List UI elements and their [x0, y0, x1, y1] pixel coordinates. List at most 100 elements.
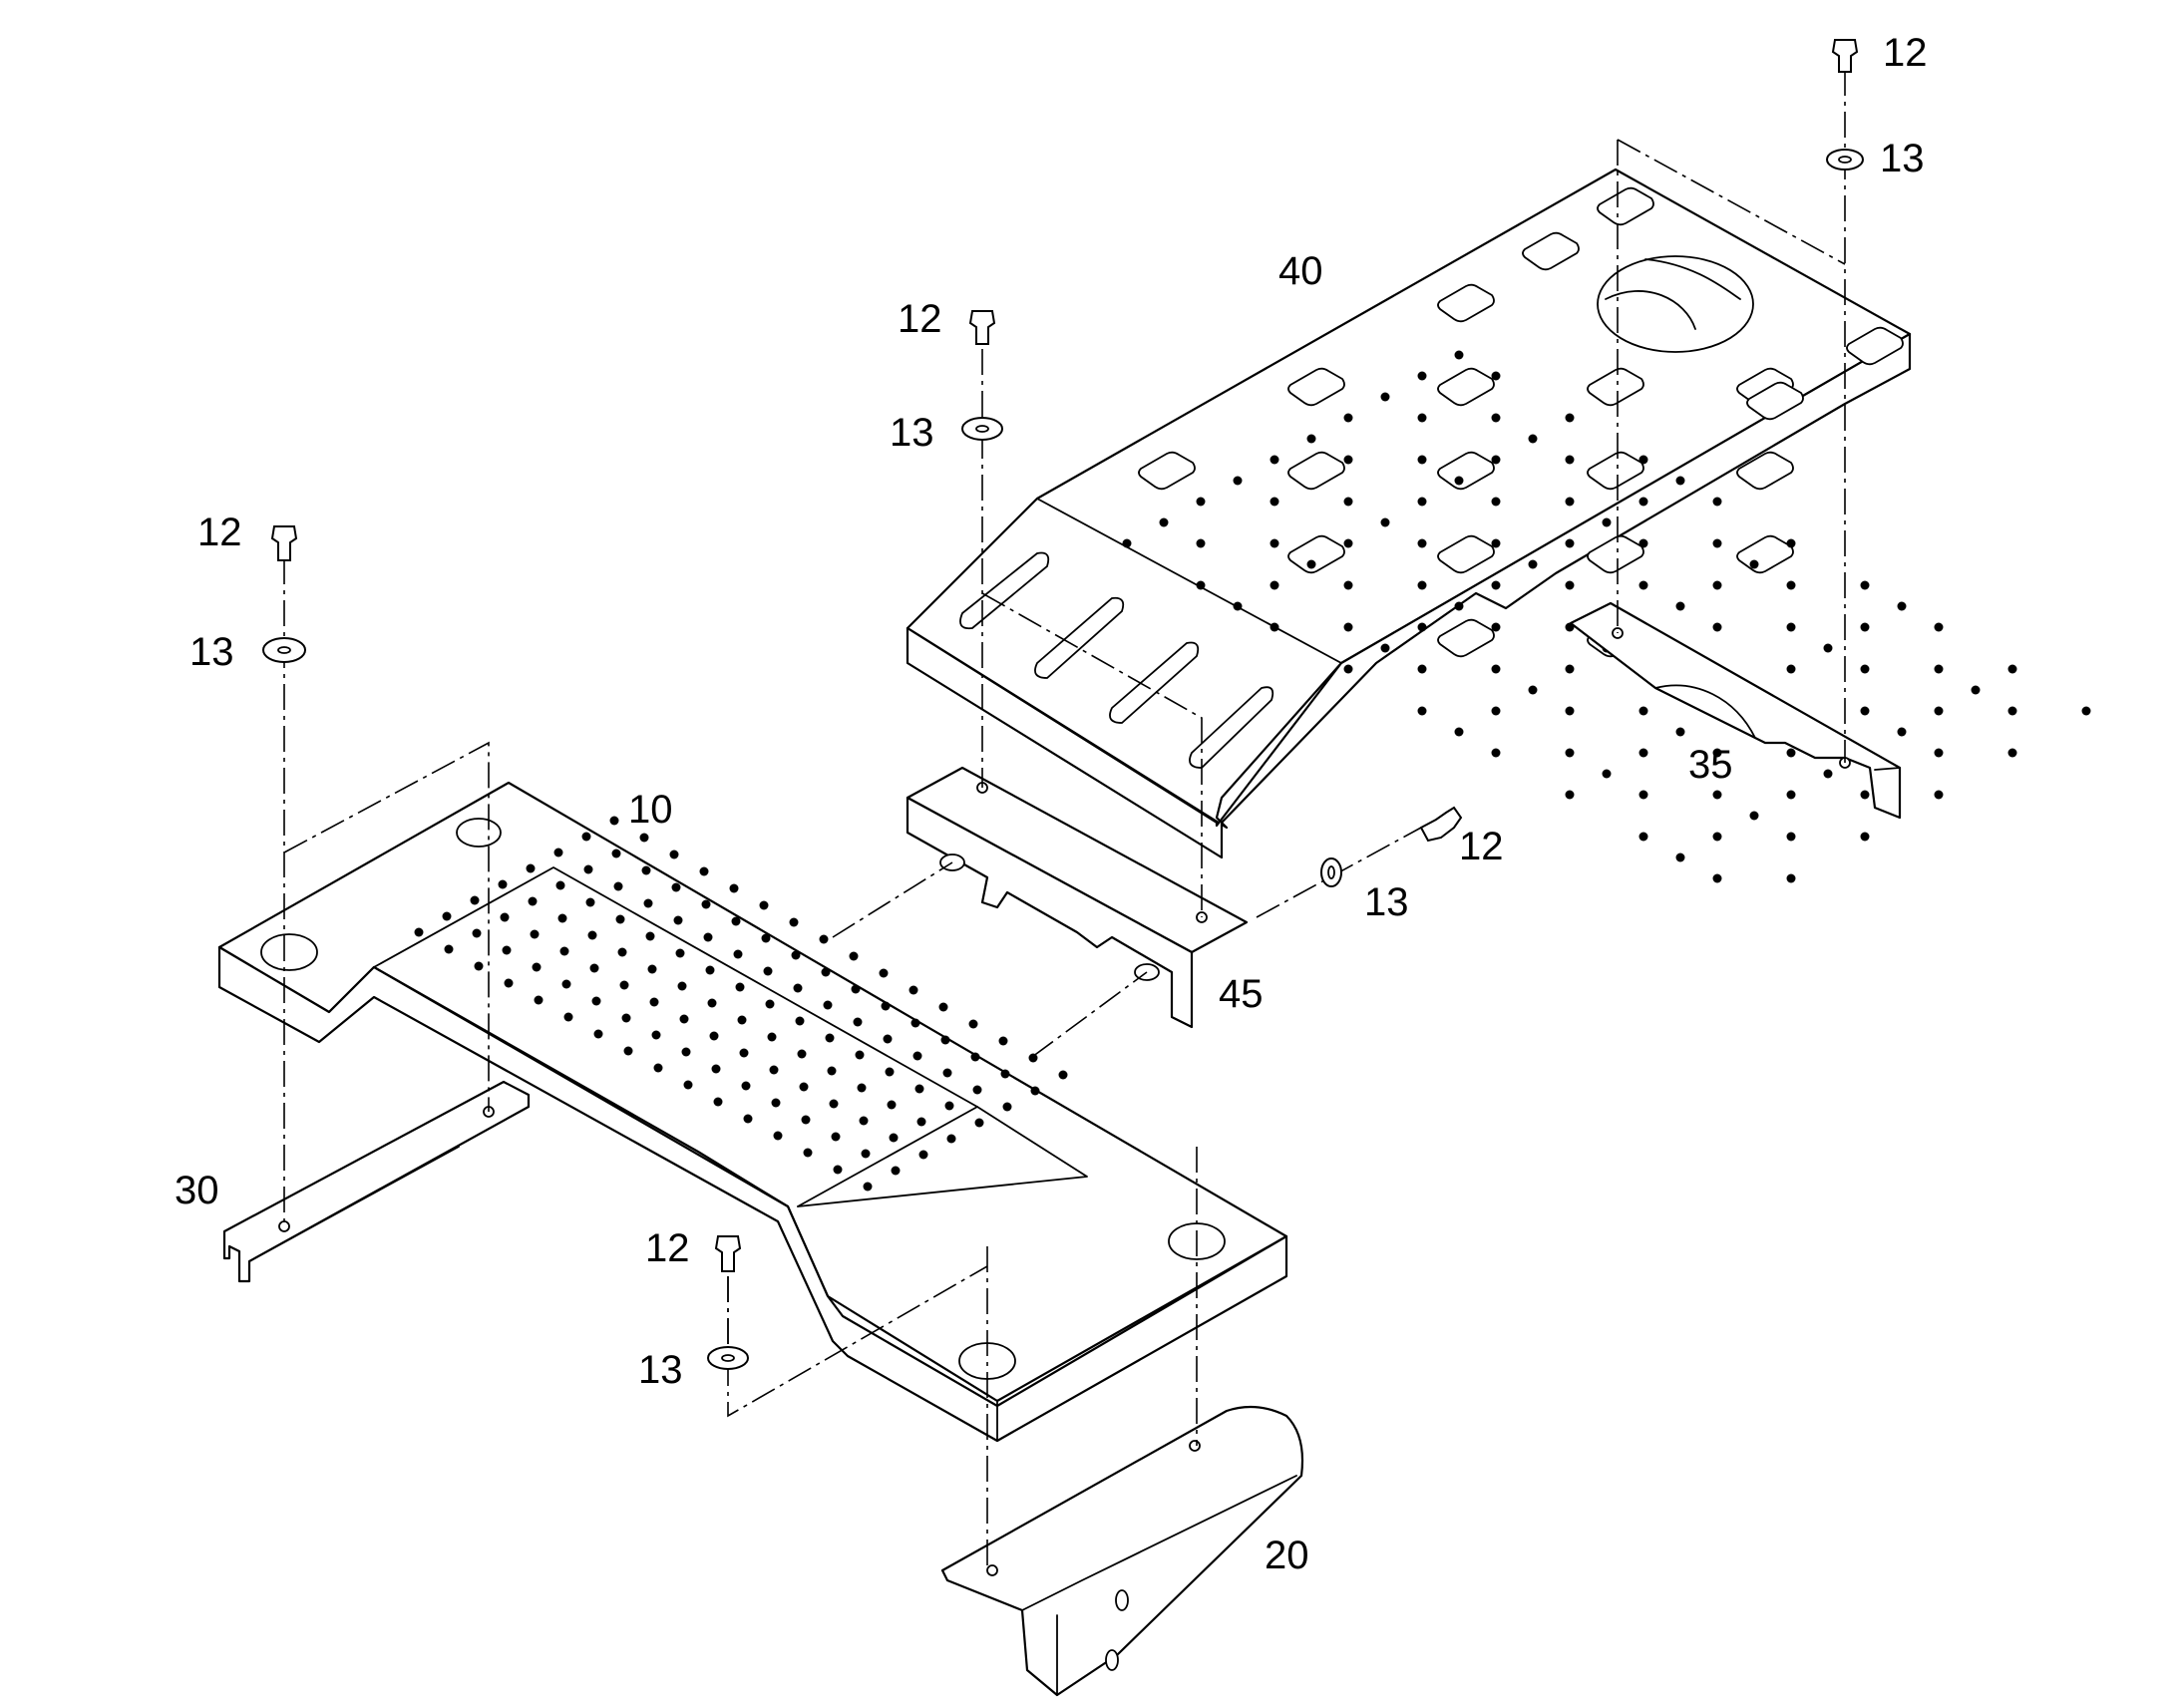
perforation: [414, 927, 424, 937]
perforation: [526, 863, 536, 873]
perforation: [863, 1182, 873, 1192]
perforation: [617, 947, 627, 957]
perforation: [1934, 706, 1944, 716]
perforation: [1712, 873, 1722, 883]
perforation: [1270, 497, 1279, 507]
perforation: [803, 1148, 813, 1158]
perforation: [1675, 601, 1685, 611]
perforation: [1417, 622, 1427, 632]
perforation: [1602, 769, 1612, 779]
perforation: [1749, 559, 1759, 569]
perforation: [761, 933, 771, 943]
square-hole: [1287, 534, 1345, 574]
perforation: [619, 980, 629, 990]
perforation: [1417, 371, 1427, 381]
callout-30: 30: [175, 1169, 219, 1212]
perforation: [1491, 455, 1501, 465]
perforation: [711, 1064, 721, 1074]
perforation: [1712, 538, 1722, 548]
callout-35: 35: [1688, 743, 1733, 787]
perforation: [827, 1066, 837, 1076]
fasteners: [262, 39, 1864, 1370]
perforation: [2007, 748, 2017, 758]
perforation: [669, 850, 679, 859]
part-35-bracket: [1569, 601, 1902, 820]
square-hole: [1587, 451, 1644, 491]
perforation: [557, 913, 567, 923]
perforation: [1565, 538, 1575, 548]
perforation: [2007, 664, 2017, 674]
bolt-12-lower: [714, 1235, 742, 1272]
square-hole: [1138, 451, 1196, 491]
perforation: [1565, 413, 1575, 423]
perforation: [1454, 476, 1464, 486]
perforation: [1528, 685, 1538, 695]
perforation: [861, 1149, 871, 1159]
perforation: [1306, 434, 1316, 444]
perforation: [938, 1002, 948, 1012]
perforation: [771, 1098, 781, 1108]
perforation: [1491, 497, 1501, 507]
perforation: [759, 900, 769, 910]
perforation: [1000, 1069, 1010, 1079]
perforation: [891, 1166, 901, 1176]
callout-13: 13: [890, 411, 934, 455]
perforation: [908, 985, 918, 995]
perforation: [470, 895, 480, 905]
perforation: [613, 881, 623, 891]
perforation: [739, 1048, 749, 1058]
perforation: [555, 880, 565, 890]
perforation: [1380, 517, 1390, 527]
part-10-lower-step: [217, 781, 1288, 1443]
perforation: [763, 966, 773, 976]
perforation: [623, 1046, 633, 1056]
perforation: [1417, 497, 1427, 507]
perforation: [1638, 455, 1648, 465]
perforation: [1343, 413, 1353, 423]
perforation: [1565, 790, 1575, 800]
square-hole: [1437, 534, 1495, 574]
perforation: [581, 832, 591, 842]
centerlines: [283, 70, 1846, 1570]
perforation: [1638, 706, 1648, 716]
perforation: [585, 897, 595, 907]
perforation: [528, 896, 538, 906]
square-hole: [1437, 618, 1495, 658]
perforation: [769, 1065, 779, 1075]
perforation: [1417, 538, 1427, 548]
perforation: [679, 1014, 689, 1024]
perforation: [643, 898, 653, 908]
perforation: [1860, 664, 1870, 674]
perforation: [1491, 622, 1501, 632]
perforation: [1233, 601, 1243, 611]
perforation: [1712, 497, 1722, 507]
perforation: [857, 1083, 867, 1093]
perforation: [1270, 455, 1279, 465]
callout-10: 10: [628, 788, 673, 832]
perforation: [1638, 497, 1648, 507]
perforation: [1491, 580, 1501, 590]
perforation: [1860, 706, 1870, 716]
perforation: [641, 865, 651, 875]
perforation: [793, 983, 803, 993]
perforation: [1638, 748, 1648, 758]
perforation: [609, 816, 619, 826]
perforation: [819, 934, 829, 944]
square-hole: [1437, 283, 1495, 323]
perforation: [1934, 664, 1944, 674]
perforation: [825, 1033, 835, 1043]
perforation: [651, 1030, 661, 1040]
perforation: [1270, 622, 1279, 632]
perforation: [673, 915, 683, 925]
perforation: [1491, 706, 1501, 716]
perforation: [534, 995, 544, 1005]
perforation: [1417, 455, 1427, 465]
callout-45: 45: [1219, 972, 1264, 1016]
square-hole: [1437, 367, 1495, 407]
perforation: [1786, 873, 1796, 883]
perforation: [1380, 643, 1390, 653]
perforation: [1860, 580, 1870, 590]
perforation: [1491, 371, 1501, 381]
perforation: [1675, 476, 1685, 486]
